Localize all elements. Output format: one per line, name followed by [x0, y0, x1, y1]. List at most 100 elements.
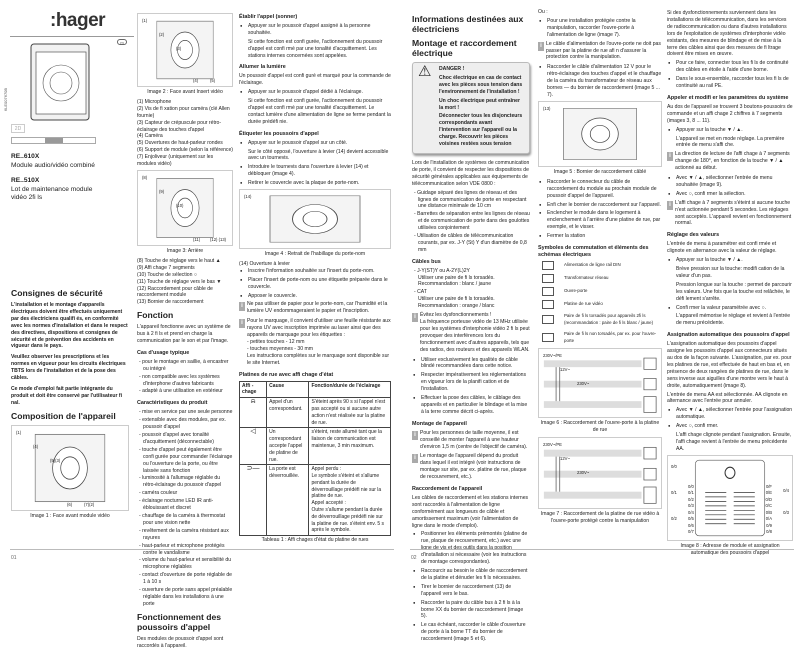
symbol-label: Paire de fi ls torsadés pour appareils 2… — [564, 312, 654, 325]
figure-label: (8) — [142, 174, 148, 180]
door-opener-icon — [542, 286, 554, 296]
dash-item: - haut-parleur et microphone protégés co… — [139, 542, 225, 556]
info-icon: i — [667, 152, 673, 162]
bullet-item: Effectuer la pose des câbles, le câblage… — [412, 395, 530, 416]
figure-label: 230V~/PE — [543, 442, 562, 448]
legend-item: (2) Vis de fi xation pour caméra (clé Al… — [137, 105, 230, 119]
bullet-item: Raccourcir au besoin le câble de raccord… — [412, 568, 530, 582]
figure-label: 0/F — [765, 483, 772, 489]
paragraph: Des modules de poussoir d'appel sont rac… — [137, 635, 224, 649]
symbol-label: Alimentation de ligne rail DIN — [564, 261, 621, 267]
doc-code: 6LE007670B — [3, 87, 9, 112]
figure-label: 12V~ — [560, 367, 570, 373]
key-icon: ⊃— — [238, 464, 268, 537]
danger-line: Un choc électrique peut entraîner la mor… — [439, 97, 520, 111]
info-icon: i — [412, 430, 418, 440]
figure-label: 0/2 — [671, 515, 677, 521]
bullet-detail: Pression longue sur la touche : permet d… — [676, 281, 792, 302]
paragraph: Si des dysfonctionnements surviennent da… — [667, 10, 787, 58]
model-2-desc: Lot de maintenance module vidéo 2fi ls — [11, 186, 93, 201]
table-function: s'éteint, reste allumé tant que la liais… — [308, 427, 391, 466]
legend-item: (11) Touche de réglage vers le bas ▼ — [137, 278, 222, 285]
figure-caption: Image 4 : Retrait de l'habillage du port… — [264, 251, 366, 258]
legend-item: (5) Ouvertures de haut-parleur rondes — [137, 140, 223, 147]
bullet-detail: Brève pression sur la touche: modifi cat… — [676, 266, 785, 279]
symbol-row: Platine de rue vidéo — [538, 299, 662, 309]
dash-item: - CAT Utiliser une paire de fi ls torsad… — [414, 289, 495, 310]
figure-img5: (13) — [538, 100, 662, 167]
bullet-item: Pour une installation protégée contre la… — [538, 18, 662, 39]
bullet-item: Le cas échéant, raccorder le câble d'ouv… — [412, 622, 530, 643]
legend-item: (12) Raccordement pour câble de raccorde… — [137, 285, 213, 299]
figure-label: 12V~ — [560, 456, 570, 462]
table-header-cell: Affi - chage — [238, 380, 268, 399]
bullet-item: Raccorder le câble d'alimentation 12 V p… — [538, 64, 662, 99]
paragraph: Les câbles de raccordement et les statio… — [412, 494, 529, 529]
paragraph: Au dos de l'appareil se trouvent 3 bouto… — [667, 103, 793, 124]
section-heading: Fonction — [137, 310, 174, 321]
footer-rule-page2 — [410, 549, 794, 550]
symbol-row: Paire de fi ls torsadés pour appareils 2… — [538, 313, 662, 327]
dash-item: - non compatible avec les systèmes d'int… — [139, 373, 220, 387]
figure-label: 0/B — [765, 509, 772, 515]
legend-item: (7) Enjoliveur (uniquement sur les modul… — [137, 154, 214, 168]
bullet-detail: L'appareil mémorise le réglage et revien… — [676, 313, 791, 327]
footer-rule-page1 — [10, 549, 394, 550]
figure-caption: Tableau 1 : Affi chages d'état du platin… — [261, 537, 369, 544]
figure-caption: Image 8 : Adresse de module et assignati… — [680, 542, 780, 556]
dash-item: - revêtement de la caméra résistant aux … — [139, 527, 229, 541]
bullet-item: Introduire le tournevis dans l'ouverture… — [239, 164, 391, 178]
symbol-label: Transformateur réseau — [564, 274, 609, 280]
info-icon: i — [239, 302, 245, 312]
note-text: Le câble d'alimentation de l'ouvre-porte… — [546, 40, 661, 61]
bullet-item: Appuyer sur le poussoir d'appel sur un c… — [239, 140, 391, 147]
figure-caption: Image 5 : Bornier de raccordement câblé — [553, 168, 647, 175]
table-row: ◁Un correspondant accepte l'appel de pla… — [238, 427, 391, 466]
table-row: ⊃—La porte est déverrouillée.Appel perdu… — [238, 464, 391, 537]
2d-badge: 2D — [11, 124, 25, 133]
safety-paragraph: Veuillez observer les prescriptions et l… — [11, 354, 126, 382]
figure-label: 0/4 — [783, 487, 789, 493]
figure-caption: Image 1 : Face avant module vidéo — [30, 512, 110, 519]
dash-item: - éclairage nocturne LED IR anti-éblouis… — [139, 498, 214, 512]
bullet-item: Avec ▼ / ▲, sélectionner l'entrée de men… — [667, 175, 793, 189]
bullet-item: Fermer la station — [538, 233, 662, 240]
note-text: Ne pas utiliser de papier pour le porte-… — [247, 301, 388, 315]
figure-label: 230V~ — [577, 470, 590, 476]
column-operation: Établir l'appel (sonner)Appuyer sur le p… — [238, 9, 391, 547]
bullet-item: Avec ○, confi rmer la sélection. — [667, 191, 793, 198]
figure-label: 0/0 — [671, 463, 677, 469]
model-1-desc: Module audio/vidéo combiné — [11, 162, 95, 169]
column-description: (1)(2)(3)(4)(5)Image 2 : Face avant Inse… — [137, 11, 233, 652]
symbol-row: Transformateur réseau — [538, 273, 662, 283]
dash-item: - touche d'appel peut également être con… — [139, 446, 233, 474]
info-icon: i — [412, 313, 418, 323]
info-icon: i — [667, 200, 673, 210]
dash-item: - extensible avec des modules, par ex. p… — [139, 417, 226, 431]
transformer-icon — [542, 273, 554, 283]
video-door-station-icon — [542, 299, 554, 309]
info-icon: i — [538, 41, 544, 51]
bullet-item: Raccorder la paire du câble bus à 2 fi l… — [412, 600, 530, 621]
paragraph: L'appareil fonctionne avec un système de… — [137, 324, 231, 345]
dash-item: - mise en service par une seule personne — [139, 409, 233, 416]
figure-label: (7)(2) — [84, 501, 95, 507]
danger-box: ⚠DANGER !Choc électrique en cas de conta… — [412, 62, 530, 154]
figure-label: 0/4 — [688, 509, 694, 515]
figure-caption: Image 6 : Raccordement de l'ouvre-porte … — [540, 420, 660, 434]
figure-label: 0/0 — [688, 483, 694, 489]
figure-label: (4) — [33, 443, 39, 449]
bullet-detail: Si cette fonction est confi gurée, l'act… — [248, 98, 391, 125]
table-function: S'éteint après 90 s si l'appel n'est pas… — [308, 397, 391, 429]
figure-caption: Image 7 : Raccordement de la platine de … — [540, 511, 660, 525]
paragraph: Lors de l'installation de systèmes de co… — [412, 159, 530, 187]
figure-label: 230V~ — [577, 381, 590, 387]
product-image — [28, 40, 93, 123]
section-heading: Montage et raccordement électrique — [412, 38, 517, 58]
dash-item: - luminosité à l'allumage réglable du ré… — [139, 475, 222, 489]
subsection-heading: Caractéristiques du produit — [137, 400, 208, 407]
